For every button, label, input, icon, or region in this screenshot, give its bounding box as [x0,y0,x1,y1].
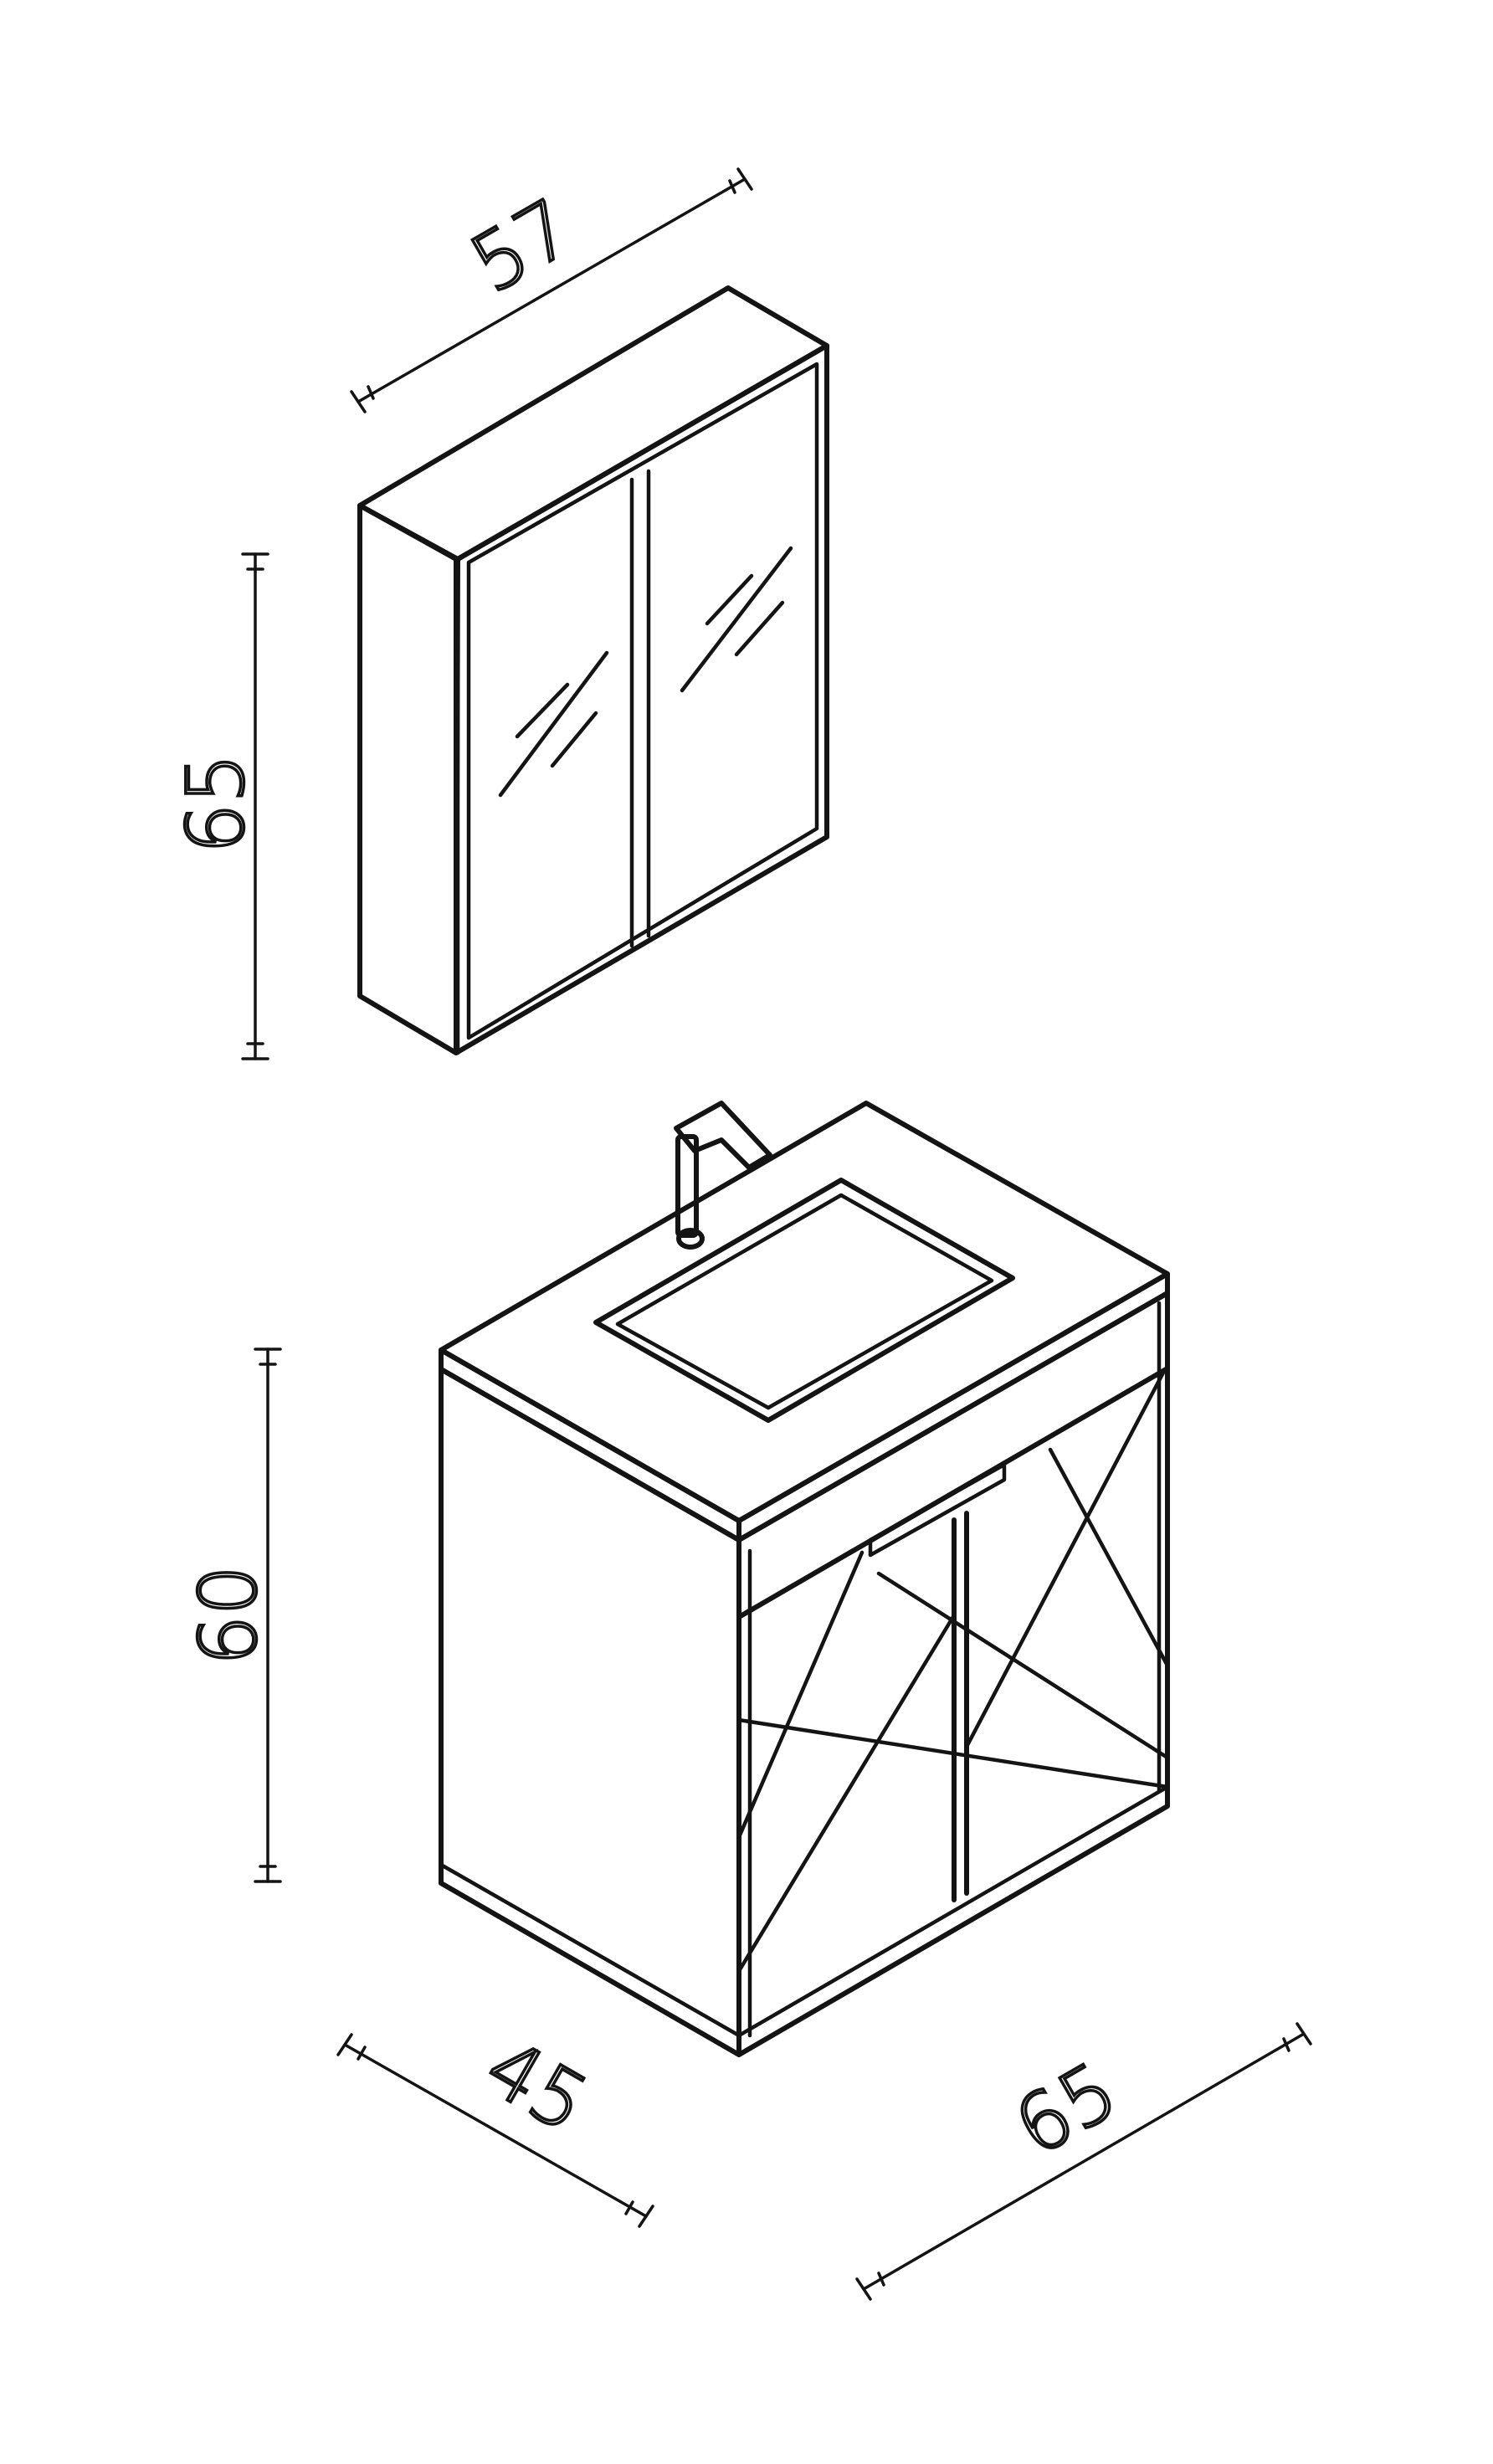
mirror-cabinet-top [357,285,829,562]
vanity-sink-basin [593,1178,1015,1423]
dimension-line-vanity-height [254,1348,282,1883]
mirror-cabinet [357,285,829,1055]
vanity-height-label: 60 [183,1565,274,1666]
mirror-cabinet-side [357,503,459,1055]
vanity-depth-label: 45 [470,2022,603,2151]
vanity-cabinet [439,1101,1170,2057]
dimension-line-mirror-height [241,552,269,1060]
vanity-countertop [439,1101,1170,1523]
vanity-sink-inner [615,1193,994,1410]
dimension-line-mirror-width [350,167,753,413]
dimension-line-vanity-depth [336,2033,654,2228]
vanity-drawer-handle [868,1462,1007,1558]
mirror-width-label: 57 [456,182,588,311]
mirror-glare-right [680,546,793,693]
vanity-width-label: 65 [1000,2046,1132,2174]
mirror-front-frame [466,362,819,1040]
vanity-front-plinth [736,1784,1170,2038]
vanity-side-plinth [439,1862,741,2038]
mirror-glare-left [498,650,609,798]
faucet-icon [674,1101,772,1250]
mirror-cabinet-front [454,343,829,1055]
mirror-height-label: 65 [171,753,262,854]
dimension-line-vanity-width [855,2022,1312,2301]
vanity-front-panel [736,1291,1170,2057]
vanity-door-pattern [736,1370,1170,1974]
